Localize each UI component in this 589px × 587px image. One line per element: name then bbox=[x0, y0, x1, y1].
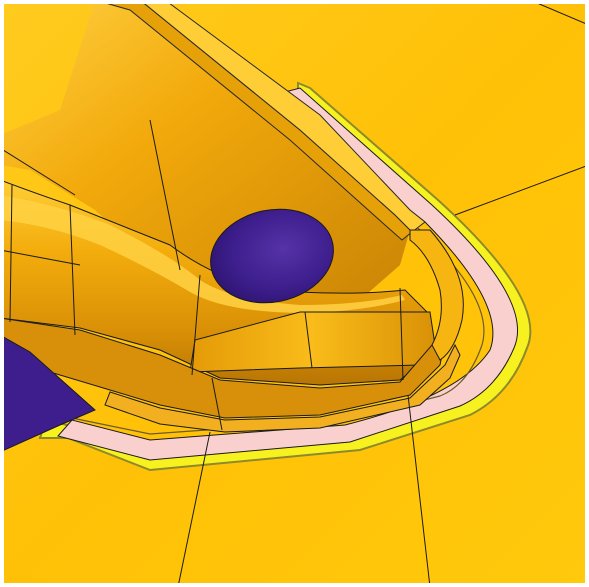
tube-highlight bbox=[0, 195, 405, 313]
tube-groove bbox=[104, 343, 461, 433]
purple-block bbox=[0, 334, 96, 453]
tube-segment-lines bbox=[0, 119, 404, 431]
channel-wall-strip-2 bbox=[139, 0, 426, 233]
tube-underside bbox=[0, 317, 446, 419]
bend-inner-wall bbox=[409, 229, 464, 361]
circular-hole bbox=[210, 208, 334, 304]
